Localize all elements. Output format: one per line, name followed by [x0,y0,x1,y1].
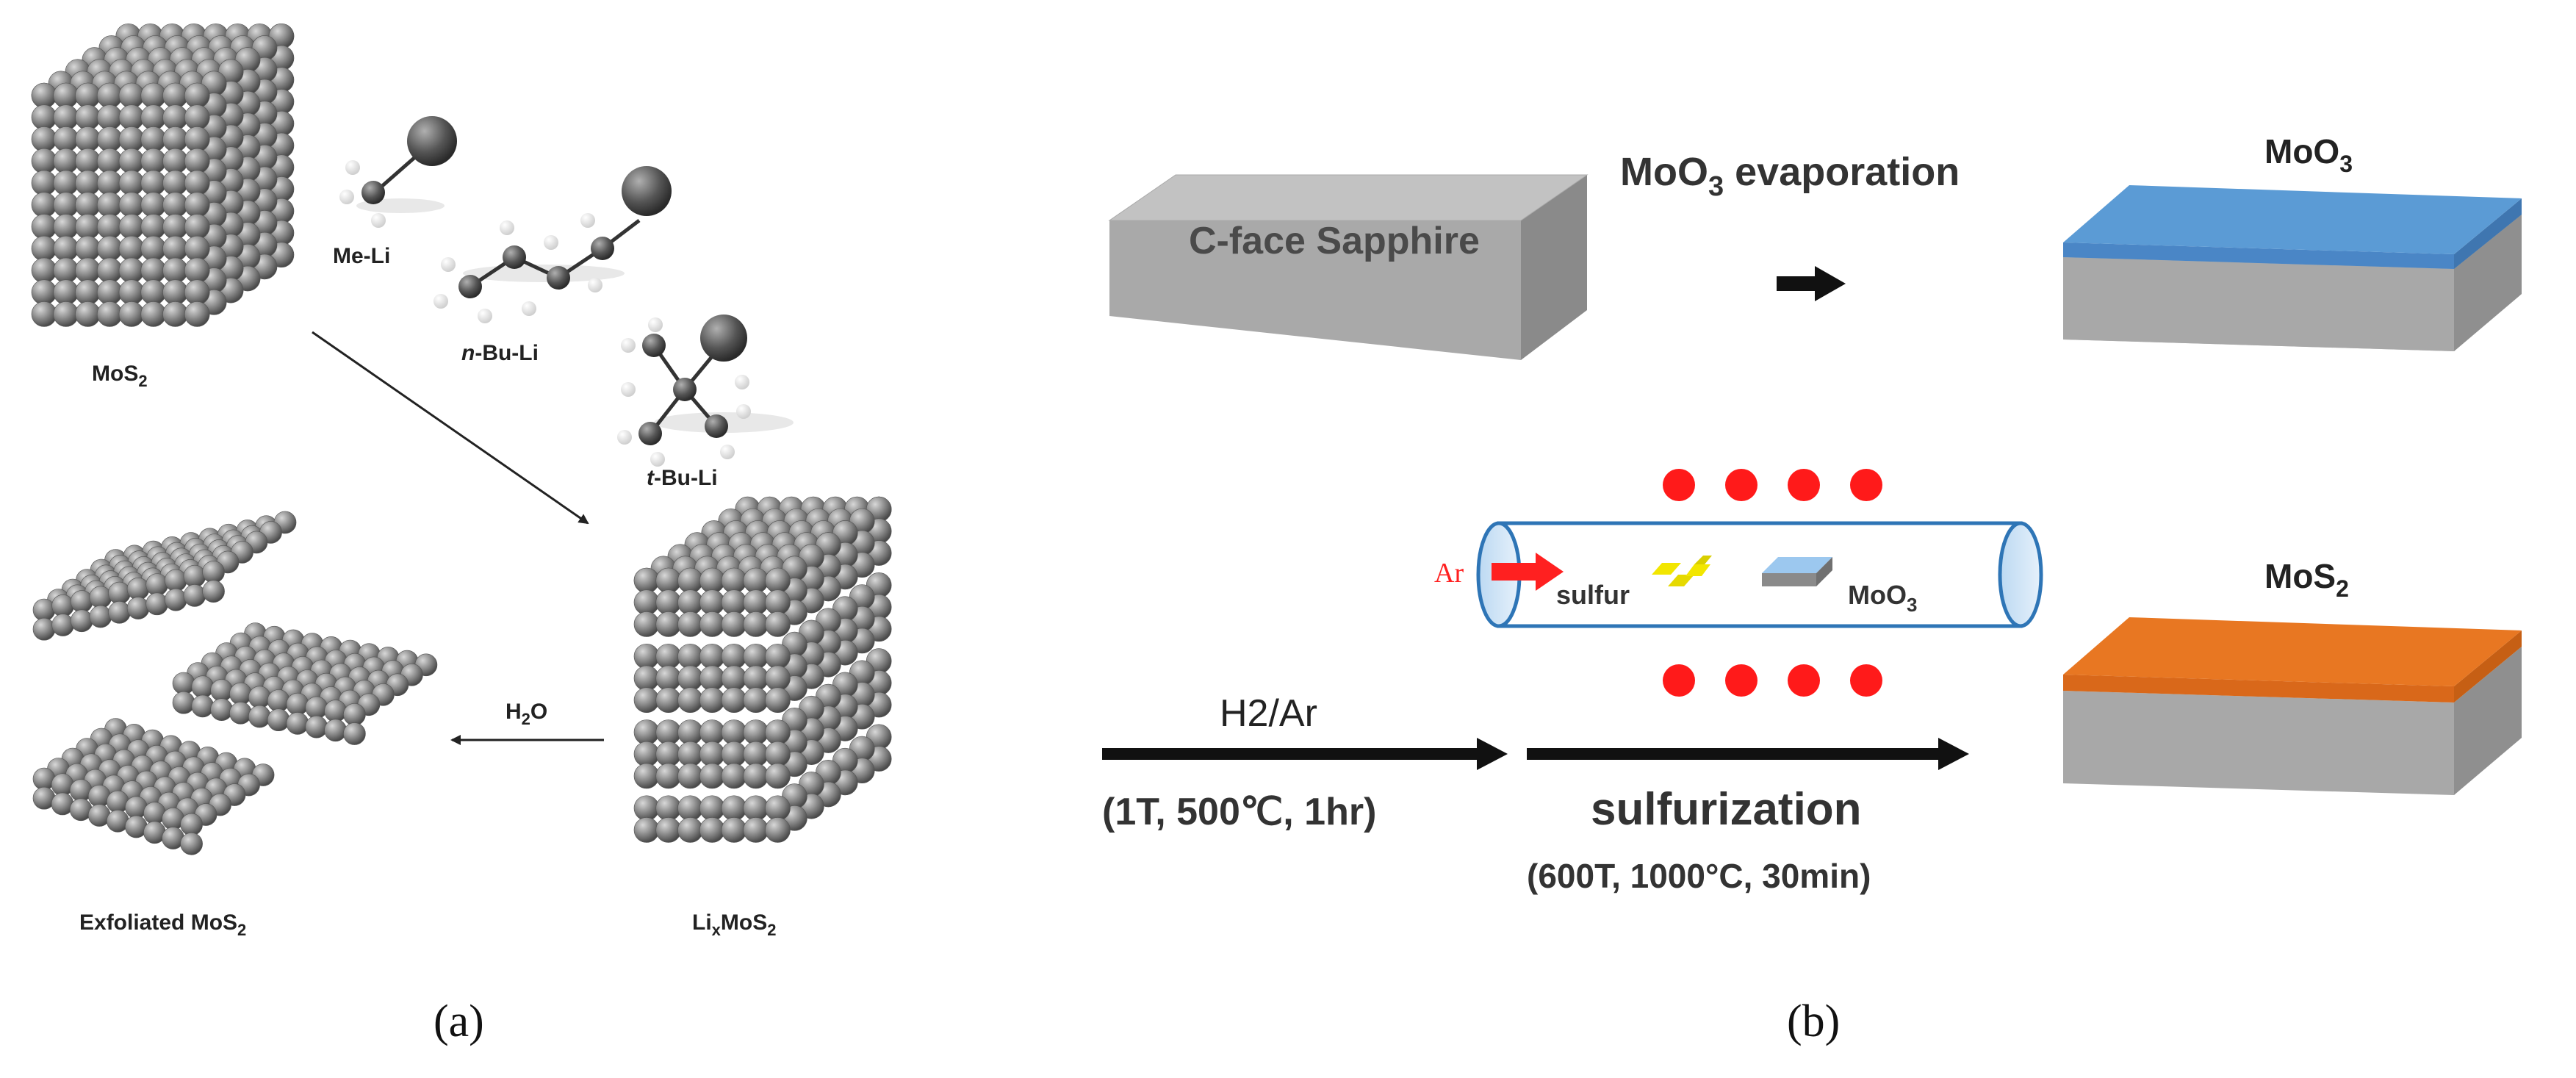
heater-dot [1725,664,1757,697]
heater-dot [1850,469,1882,501]
annealing-conditions: (1T, 500℃, 1hr) [1102,791,1376,833]
exfoliated-flake [32,718,275,855]
heater-dot [1788,469,1820,501]
exfoliated-mos2-label: Exfoliated MoS2 [79,910,246,939]
heater-dot [1725,469,1757,501]
moo3-sample-in-tube [1762,557,1832,586]
panel-b-label: (b) [1787,996,1841,1046]
heater-dot [1663,469,1695,501]
moo3-label: MoO3 [2264,132,2353,177]
furnace-tube [1476,521,2043,628]
process-arrow-right [1777,266,1846,301]
heater-dots-top [1663,469,1882,501]
ar-flow-arrow [1492,553,1564,591]
intercalation-arrow [312,331,589,525]
sulfurization-conditions: (600T, 1000°C, 30min) [1527,857,1871,895]
lixmos2-expanded-crystal [633,496,892,843]
sulfur-label: sulfur [1556,580,1630,610]
ar-label: Ar [1434,558,1464,589]
heater-dot [1788,664,1820,697]
panel-a-label: (a) [433,996,484,1046]
t-bu-li-label: t-Bu-Li [647,466,718,490]
lixmos2-label: LixMoS2 [692,910,777,939]
substrate-label: C-face Sapphire [1189,220,1480,262]
annealing-arrow [1102,738,1508,770]
h2o-label: H2O [506,700,547,728]
mos2-bulk-crystal [31,23,295,327]
exfoliated-flake [172,622,438,745]
moo3-coated-substrate [2063,185,2522,351]
exfoliated-flake [32,511,297,641]
mos2-coated-substrate [2063,617,2522,795]
mos2-product-label: MoS2 [2264,557,2349,602]
moo3-tube-label: MoO3 [1848,580,1917,616]
sulfur-powder [1652,556,1712,586]
evaporation-label: MoO3 evaporation [1620,150,1960,202]
heater-dot [1850,664,1882,697]
h2-ar-label: H2/Ar [1220,692,1317,735]
t-bu-li-molecule [617,315,794,467]
me-li-molecule [339,116,457,228]
sapphire-substrate [1108,174,1589,360]
n-bu-li-molecule [433,166,672,323]
me-li-label: Me-Li [333,244,390,268]
sulfurization-label: sulfurization [1591,784,1862,835]
heater-dot [1663,664,1695,697]
sulfurization-arrow [1527,738,1969,770]
n-bu-li-label: n-Bu-Li [461,341,539,365]
heater-dots-bottom [1663,664,1882,697]
mos2-label: MoS2 [92,362,148,390]
